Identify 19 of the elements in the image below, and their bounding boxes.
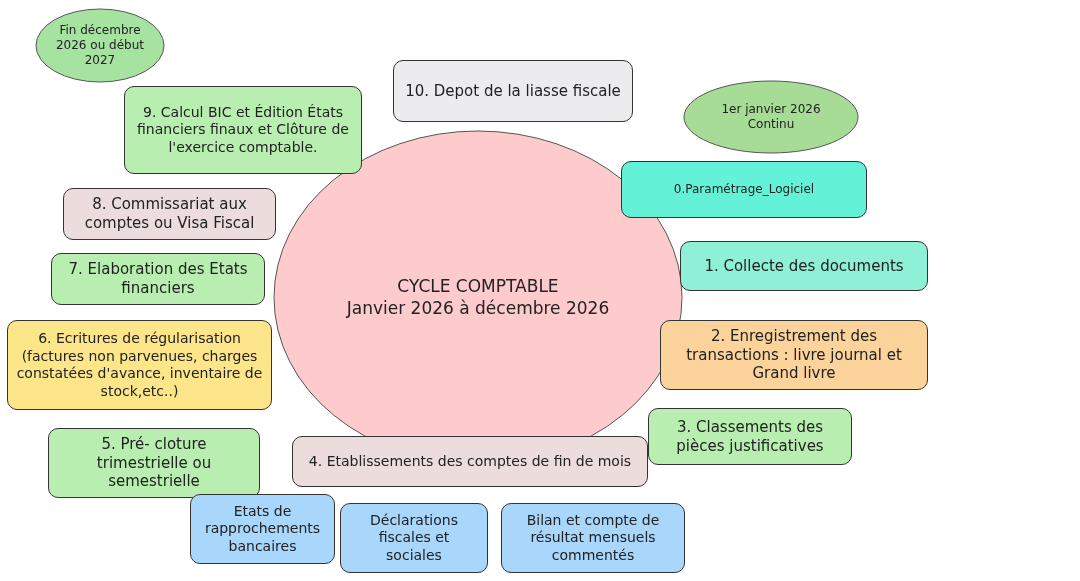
step-box: 5. Pré- cloture trimestrielle ou semestrielle xyxy=(48,428,260,498)
step-box: 9. Calcul BIC et Édition États financiers finaux et Clôture de l'exercice comptable. xyxy=(124,86,362,174)
date-text: 1er janvier 2026 xyxy=(721,102,821,117)
cycle-title: Janvier 2026 à décembre 2026 xyxy=(346,297,610,319)
step-box: 2. Enregistrement des transactions : livre journal et Grand livre xyxy=(660,320,928,390)
date-text: Fin décembre 2026 ou début 2027 xyxy=(54,23,145,68)
step-box: 6. Ecritures de régularisation (factures non parvenues, charges constatées d'avance, inventaire de stock,etc..) xyxy=(7,320,272,410)
step-box: Déclarations fiscales et sociales xyxy=(340,503,488,573)
step-box: 7. Elaboration des Etats financiers xyxy=(51,253,265,305)
step-box: 0.Paramétrage_Logiciel xyxy=(621,161,867,218)
step-box: Bilan et compte de résultat mensuels commentés xyxy=(501,503,685,573)
step-box: 8. Commissariat aux comptes ou Visa Fiscal xyxy=(63,188,276,240)
date-text: Continu xyxy=(747,117,795,132)
step-box: 3. Classements des pièces justificatives xyxy=(648,408,852,465)
step-box: 4. Etablissements des comptes de fin de mois xyxy=(292,436,648,487)
step-box: Etats de rapprochements bancaires xyxy=(190,494,335,564)
step-box: 10. Depot de la liasse fiscale xyxy=(393,60,633,122)
cycle-title: CYCLE COMPTABLE xyxy=(397,276,559,298)
step-box: 1. Collecte des documents xyxy=(680,241,928,291)
